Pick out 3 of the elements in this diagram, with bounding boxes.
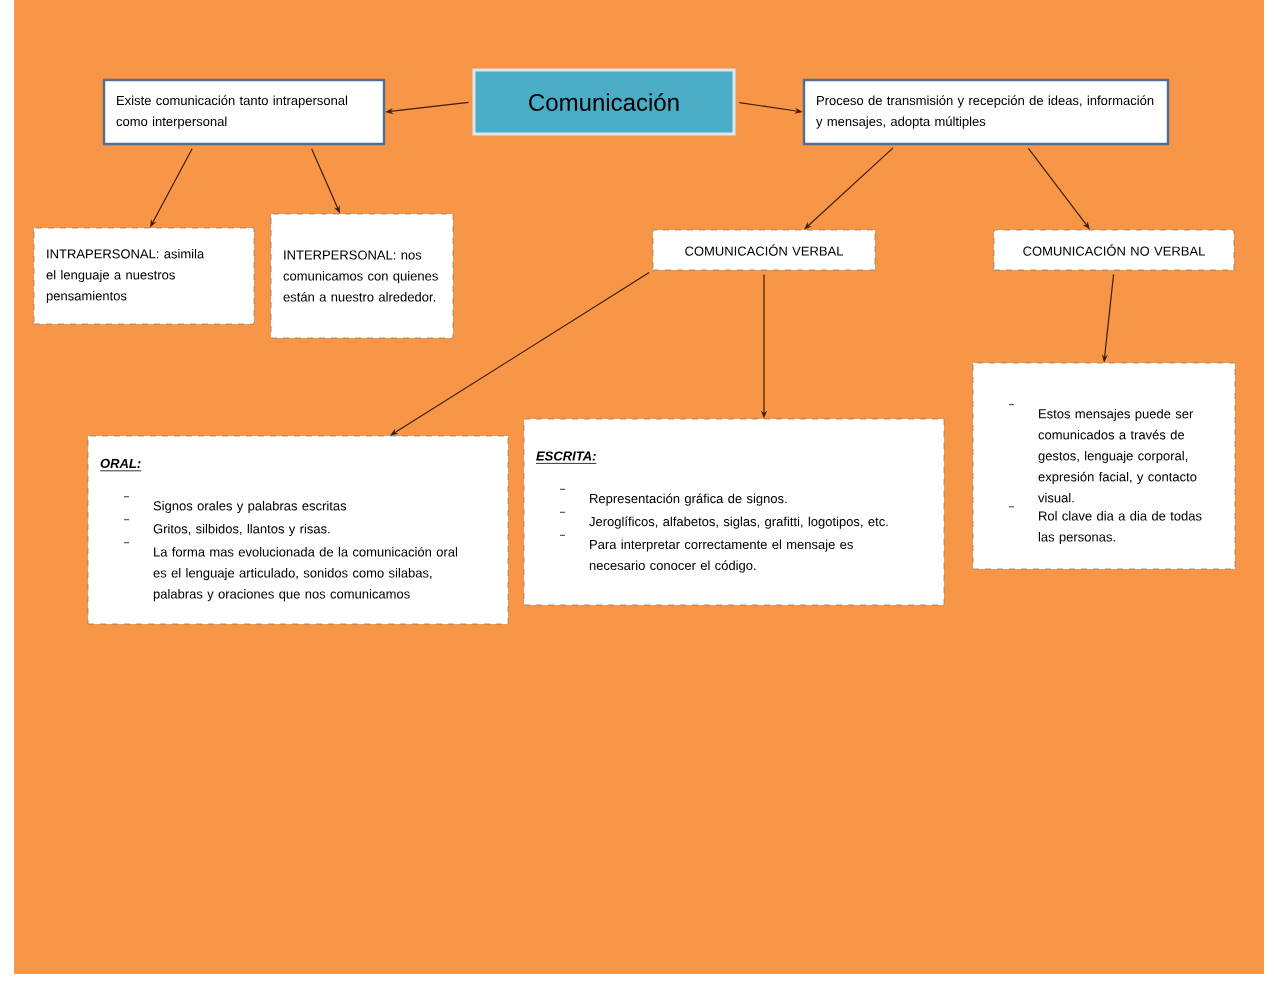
title-box: Comunicación (472, 68, 736, 136)
arrow (804, 147, 894, 230)
arrow (390, 271, 650, 436)
